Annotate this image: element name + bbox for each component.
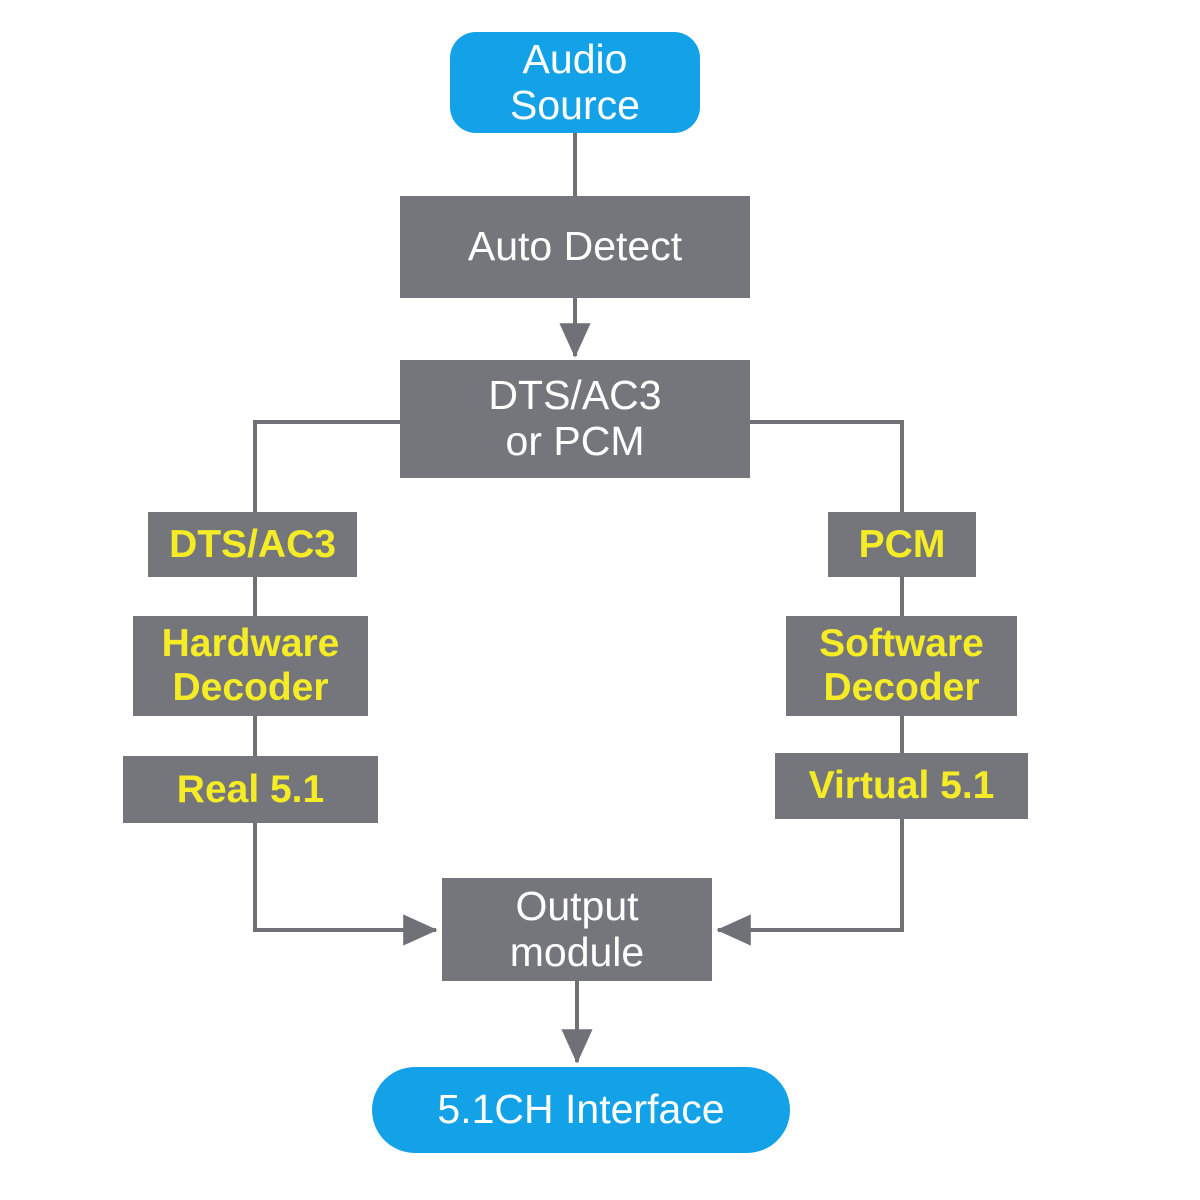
node-real-51[interactable]: Real 5.1	[123, 756, 378, 823]
edge-format-check-to-pcm	[750, 420, 904, 512]
node-audio-source[interactable]: Audio Source	[450, 32, 700, 133]
node-software-decoder[interactable]: Software Decoder	[786, 616, 1017, 716]
edge-virtual-51-to-output-module	[716, 819, 904, 946]
node-hardware-decoder[interactable]: Hardware Decoder	[133, 616, 368, 716]
edge-real-51-to-output-module	[253, 823, 438, 946]
node-format-check[interactable]: DTS/AC3 or PCM	[400, 360, 750, 478]
node-virtual-51[interactable]: Virtual 5.1	[775, 753, 1028, 819]
node-dts-ac3[interactable]: DTS/AC3	[148, 512, 357, 577]
node-51ch-interface[interactable]: 5.1CH Interface	[372, 1067, 790, 1153]
edge-format-check-to-dts-ac3	[253, 420, 400, 512]
node-pcm[interactable]: PCM	[828, 512, 976, 577]
node-auto-detect[interactable]: Auto Detect	[400, 196, 750, 298]
node-output-module[interactable]: Output module	[442, 878, 712, 981]
